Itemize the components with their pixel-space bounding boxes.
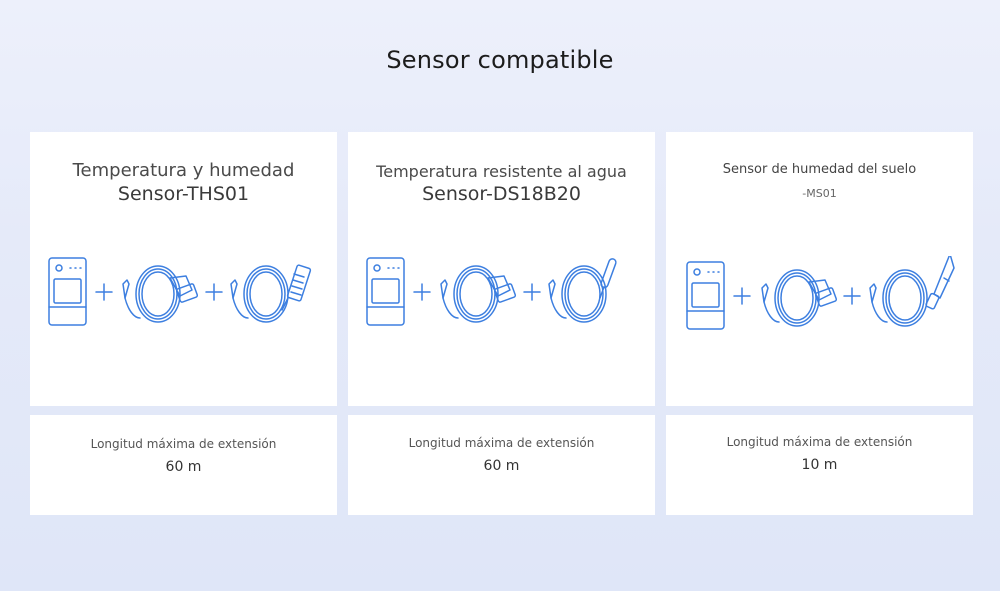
extension-value: 60 m: [483, 458, 520, 474]
extension-value: 60 m: [165, 459, 202, 475]
sensor-card-ths01: Temperatura y humedad Sensor-THS01: [30, 132, 337, 406]
sensor-card-title: Temperatura resistente al agua: [376, 162, 627, 181]
sensor-card-ds18b20: Temperatura resistente al agua Sensor-DS…: [348, 132, 655, 406]
sensor-combo-illustration: [666, 256, 973, 336]
sensor-card-ms01: Sensor de humedad del suelo -MS01: [666, 132, 973, 406]
plus-icon: [843, 287, 861, 305]
plus-icon: [413, 283, 431, 301]
extension-card-ms01: Longitud máxima de extensión 10 m: [666, 415, 973, 515]
device-icon: [686, 261, 725, 330]
plus-icon: [733, 287, 751, 305]
device-icon: [366, 257, 405, 326]
sensor-combo-illustration: [30, 254, 337, 334]
sensor-card-model: Sensor-DS18B20: [422, 183, 581, 205]
cable-waterproof-probe-icon: [548, 258, 617, 323]
extension-card-ds18b20: Longitud máxima de extensión 60 m: [348, 415, 655, 515]
extension-label: Longitud máxima de extensión: [726, 435, 913, 449]
extension-card-ths01: Longitud máxima de extensión 60 m: [30, 415, 337, 515]
extension-label: Longitud máxima de extensión: [90, 437, 277, 451]
sensor-card-model: -MS01: [802, 187, 837, 200]
extension-label: Longitud máxima de extensión: [408, 436, 595, 450]
cable-probe-icon: [122, 265, 199, 323]
extension-value: 10 m: [801, 457, 838, 473]
device-icon: [48, 257, 87, 326]
sensor-combo-illustration: [348, 254, 655, 334]
cable-probe-icon: [440, 265, 517, 323]
page-title: Sensor compatible: [386, 46, 614, 74]
sensor-card-title: Temperatura y humedad: [72, 160, 295, 181]
plus-icon: [523, 283, 541, 301]
cable-probe-icon: [761, 269, 838, 327]
plus-icon: [95, 283, 113, 301]
cable-thermo-hygro-probe-icon: [230, 264, 312, 323]
plus-icon: [205, 283, 223, 301]
sensor-card-model: Sensor-THS01: [117, 183, 250, 205]
cable-soil-probe-icon: [869, 256, 955, 327]
sensor-card-title: Sensor de humedad del suelo: [722, 162, 917, 177]
